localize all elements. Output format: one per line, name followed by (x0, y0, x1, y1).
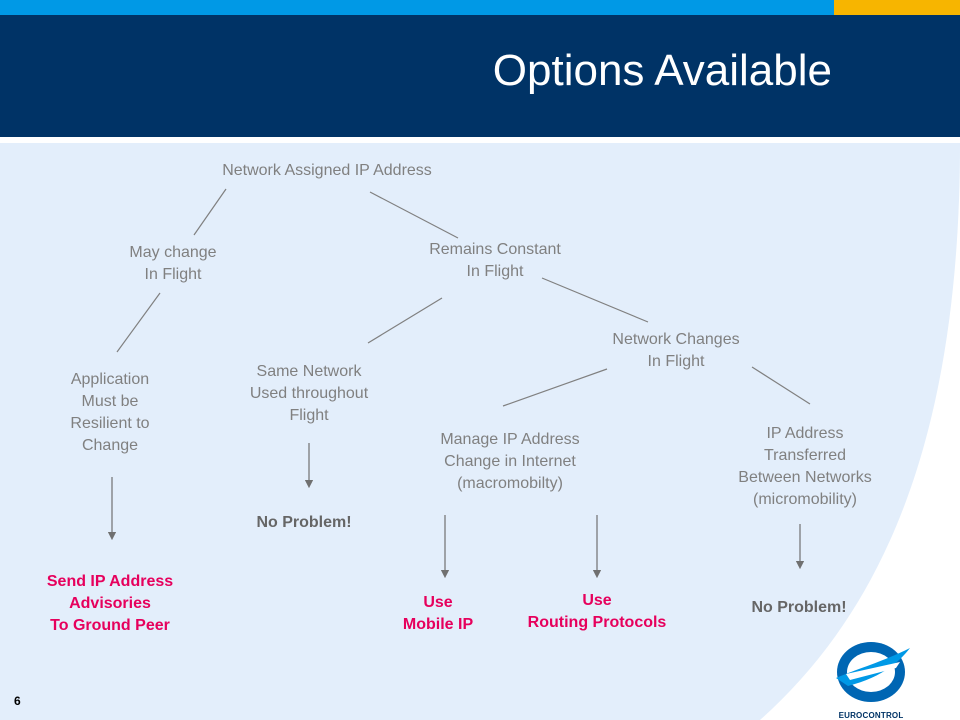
outcome-no-problem-micromobility: No Problem! (751, 599, 847, 616)
node-remains-constant-in-flight: Remains Constant In Flight (429, 241, 561, 280)
node-application-resilient: Application Must be Resilient to Change (70, 371, 150, 454)
title-banner (0, 15, 960, 137)
eurocontrol-emblem-icon (836, 642, 910, 702)
connector-network-changes-to-ip-transferred (751, 366, 811, 405)
connector-root-to-remains-constant (369, 191, 459, 239)
page-number: 6 (14, 694, 21, 708)
node-same-network: Same Network Used throughout Flight (249, 363, 369, 424)
node-may-change-in-flight: May change In Flight (129, 244, 217, 283)
action-use-routing-protocols: Use Routing Protocols (527, 592, 667, 631)
eurocontrol-logo: EUROCONTROL (826, 640, 916, 720)
outcome-no-problem-same-network: No Problem! (256, 514, 352, 531)
node-ip-address-transferred: IP Address Transferred Between Networks … (738, 425, 872, 508)
action-send-ip-advisories: Send IP Address Advisories To Ground Pee… (46, 573, 174, 634)
top-accent-bar-yellow (834, 0, 960, 15)
action-use-mobile-ip: Use Mobile IP (402, 594, 474, 633)
logo-wordmark: EUROCONTROL (838, 711, 904, 720)
connector-may-change-to-application (116, 292, 161, 353)
connector-remains-constant-to-network-changes (541, 277, 649, 323)
node-network-assigned-ip: Network Assigned IP Address (222, 162, 432, 179)
node-manage-ip-address: Manage IP Address Change in Internet (ma… (440, 431, 580, 492)
top-accent-bar-blue (0, 0, 834, 15)
header-divider (0, 137, 960, 143)
connector-root-to-may-change (193, 188, 227, 236)
node-network-changes-in-flight: Network Changes In Flight (612, 331, 740, 370)
connector-remains-constant-to-same-network (367, 297, 443, 344)
connector-network-changes-to-manage-ip (502, 368, 608, 407)
slide-title: Options Available (492, 46, 832, 95)
